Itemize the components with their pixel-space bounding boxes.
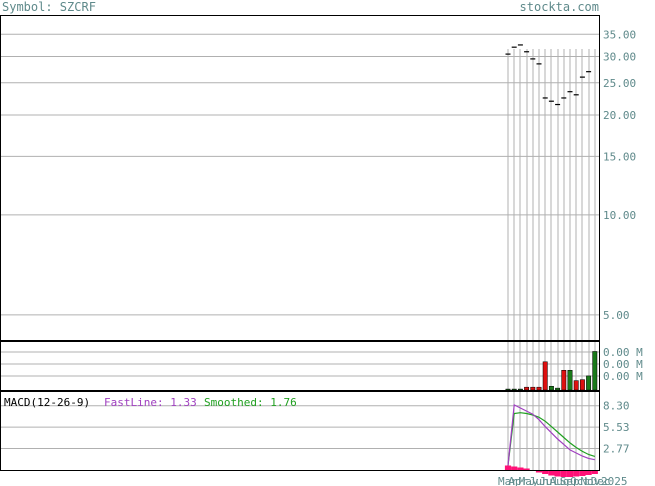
price-tick-label: 10.00	[603, 209, 636, 222]
grid-layer	[0, 33, 600, 470]
macd-tick-label: 5.53	[603, 421, 630, 434]
x-tick-label: Apr	[508, 475, 528, 486]
macd-histogram-bar	[554, 470, 561, 477]
macd-histogram-bar	[591, 470, 598, 474]
price-tick-label: 5.00	[603, 309, 630, 322]
macd-fast-line	[507, 403, 595, 466]
x-tick-label: 2025	[601, 475, 628, 486]
macd-histogram-bar	[585, 470, 592, 475]
x-tick-label: Oct	[570, 475, 590, 486]
price-tick-label: 35.00	[603, 28, 636, 41]
x-tick-label: Nov	[580, 475, 600, 486]
volume-bar	[555, 387, 561, 391]
price-tick-label: 30.00	[603, 50, 636, 63]
x-tick-label: Jun	[529, 475, 549, 486]
volume-bar	[592, 351, 598, 391]
macd-histogram-bar	[548, 470, 555, 476]
volume-panel: 0.00 M0.00 M0.00 M	[505, 346, 643, 391]
volume-bar	[517, 388, 523, 391]
volume-bar	[586, 375, 592, 391]
macd-histogram-bar	[504, 465, 512, 470]
volume-bar	[548, 385, 554, 391]
macd-smoothed-line	[507, 412, 595, 466]
price-tick-label: 25.00	[603, 77, 636, 90]
x-tick-label: Sep	[560, 475, 580, 486]
x-tick-label: Jul	[539, 475, 559, 486]
macd-histogram-bar	[560, 470, 567, 477]
volume-tick-label: 0.00 M	[603, 370, 643, 383]
volume-bar	[542, 361, 548, 391]
macd-panel-frame	[0, 391, 600, 471]
macd-histogram-bar	[573, 470, 580, 477]
x-tick-label: May	[519, 475, 539, 486]
macd-histogram-bar	[566, 470, 574, 477]
x-tick-label: Aug	[550, 475, 570, 486]
macd-title: MACD(12-26-9)	[4, 396, 90, 409]
macd-tick-label: 8.30	[603, 400, 630, 413]
macd-histogram-bar	[511, 466, 518, 470]
volume-bar	[579, 379, 585, 391]
macd-histogram-bar	[523, 468, 530, 470]
volume-bar	[511, 388, 517, 391]
volume-bar	[536, 386, 542, 391]
macd-histogram-bar	[517, 467, 524, 470]
volume-tick-label: 0.00 M	[603, 358, 643, 371]
macd-fast-label: FastLine: 1.33	[104, 396, 197, 409]
macd-histogram-bar	[542, 470, 549, 474]
site-name: stockta.com	[519, 0, 599, 14]
macd-tick-label: 2.77	[603, 443, 630, 456]
price-panel: 5.00 10.00 15.00 20.00 25.00 30.00 35.00	[505, 28, 636, 322]
macd-smooth-label: Smoothed: 1.76	[204, 396, 297, 409]
macd-panel: MACD(12-26-9) FastLine: 1.33 Smoothed: 1…	[4, 396, 630, 486]
macd-histogram-bar	[579, 470, 586, 476]
volume-bar	[567, 370, 573, 391]
volume-bar	[573, 380, 579, 391]
x-tick-label: Mar	[498, 475, 518, 486]
symbol-label: Symbol: SZCRF	[2, 0, 96, 14]
price-panel-frame	[0, 15, 600, 341]
volume-bar	[561, 370, 567, 391]
volume-tick-label: 0.00 M	[603, 346, 643, 359]
volume-bar	[505, 388, 511, 391]
volume-bar	[524, 386, 530, 391]
macd-histogram-bar	[535, 470, 543, 473]
frame-layer	[0, 15, 600, 471]
price-tick-label: 20.00	[603, 109, 636, 122]
price-tick-label: 15.00	[603, 150, 636, 163]
volume-panel-frame	[0, 341, 600, 391]
volume-bar	[530, 386, 536, 391]
x-tick-label: Dec	[591, 475, 611, 486]
